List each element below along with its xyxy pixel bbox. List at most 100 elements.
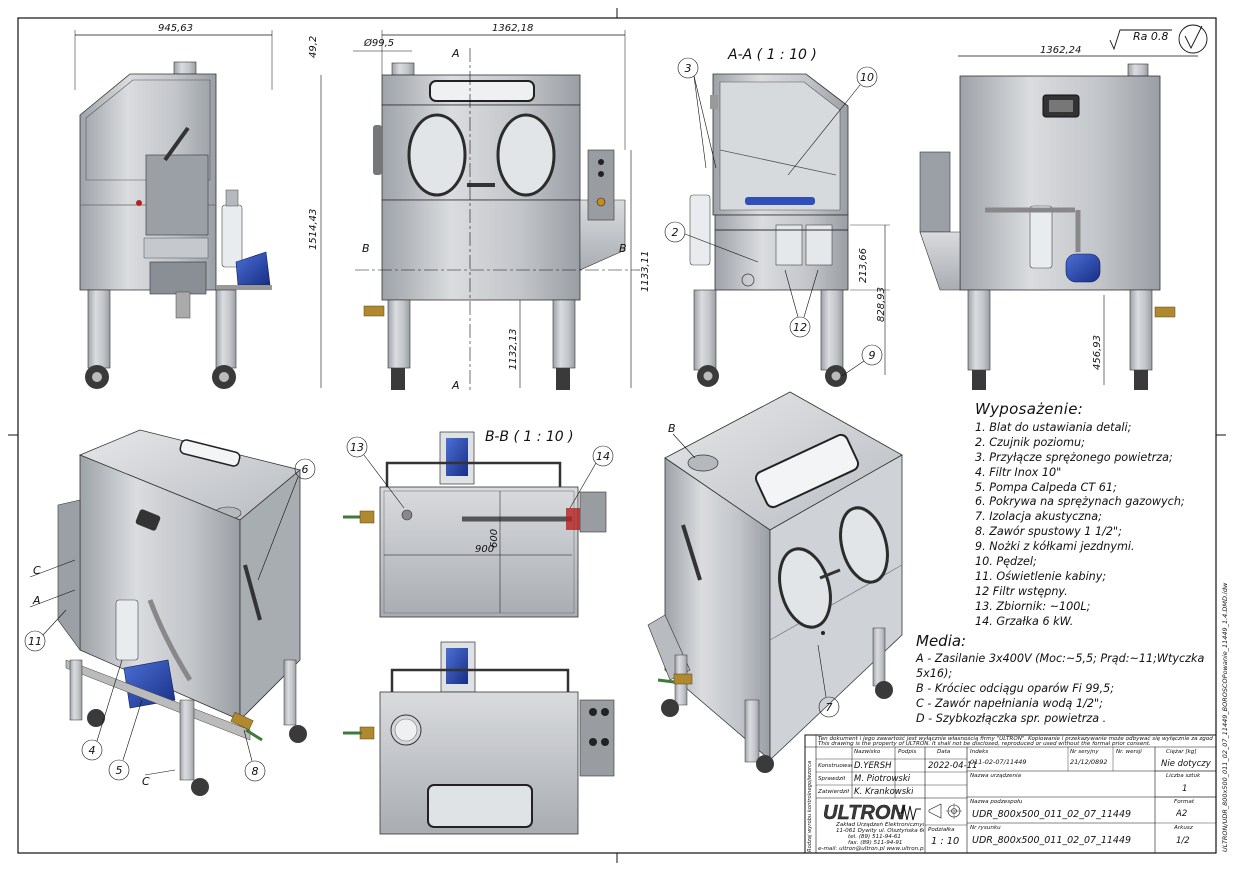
dim-section-b: 828,93 bbox=[876, 287, 887, 322]
drawing-no-label: Nr rysunku bbox=[970, 825, 1001, 831]
media-heading: Media: bbox=[916, 632, 967, 650]
qty-label: Liczba sztuk bbox=[1166, 773, 1201, 779]
weight-label: Ciężar [kg] bbox=[1166, 749, 1197, 755]
roughness-symbol: Ra 0.8 bbox=[1133, 30, 1168, 43]
equipment-item: 7. Izolacja akustyczna; bbox=[975, 510, 1102, 524]
row-check-label: Sprawdził bbox=[818, 776, 846, 782]
side-right-text: ULTRON/UDR_800x500_011_02_07_11449_BOROS… bbox=[1221, 582, 1229, 852]
media-list: Media: A - Zasilanie 3x400V (Moc:~5,5; P… bbox=[916, 634, 1228, 726]
equipment-item: 6. Pokrywa na sprężynach gazowych; bbox=[975, 495, 1185, 509]
media-item: D - Szybkozłączka spr. powietrza . bbox=[916, 711, 1107, 725]
device-name-label: Nazwa urządzenia bbox=[970, 773, 1021, 779]
equipment-item: 14. Grzałka 6 kW. bbox=[975, 614, 1074, 628]
assembly-label: Nazwa podzespołu bbox=[970, 799, 1023, 805]
equipment-item: 3. Przyłącze sprężonego powietrza; bbox=[975, 450, 1173, 464]
equipment-item: 2. Czujnik poziomu; bbox=[975, 435, 1085, 449]
scale-label: Podziałka bbox=[928, 827, 955, 833]
media-mark-a: A bbox=[32, 594, 41, 607]
dim-front-height: 1514,43 bbox=[308, 209, 319, 250]
company-sub: Zakład Urządzeń Elektronicznych bbox=[836, 822, 924, 828]
callout-9: 9 bbox=[869, 349, 876, 362]
media-item: C - Zawór napełniania wodą 1/2"; bbox=[916, 696, 1103, 710]
dim-side-width: 945,63 bbox=[158, 23, 193, 34]
dim-work-height: 1133,11 bbox=[640, 251, 651, 292]
front-view: 1362,18 Ø99,5 49,2 1514,43 1133,11 1132,… bbox=[308, 23, 651, 392]
drawing-date: 2022-04-11 bbox=[928, 761, 978, 771]
assembly-value: UDR_800x500_011_02_07_11449 bbox=[972, 809, 1132, 820]
side-left-text: Rodzaj wyrobu kontrolnego/wzorca bbox=[807, 760, 813, 852]
checker-name: M. Piotrowski bbox=[854, 774, 911, 784]
top-view bbox=[343, 641, 615, 835]
section-mark-a-top: A bbox=[451, 47, 460, 60]
callout-11: 11 bbox=[28, 635, 42, 648]
dim-tank-length: 900 bbox=[475, 544, 494, 555]
media-mark-c-left: C bbox=[33, 564, 41, 577]
section-bb-view: B-B ( 1 : 10 ) 900 600 bbox=[343, 429, 607, 618]
designer-name: D.YERSH bbox=[854, 761, 892, 771]
callout-6: 6 bbox=[302, 463, 309, 476]
callout-12: 12 bbox=[793, 321, 807, 334]
side-view: 945,63 bbox=[74, 23, 273, 389]
notice-pl: Ten dokument i jego zawartość jest wyłąc… bbox=[818, 736, 1213, 742]
section-aa-title: A-A ( 1 : 10 ) bbox=[727, 47, 817, 63]
version-label: Nr. wersji bbox=[1116, 749, 1142, 755]
section-mark-b-left: B bbox=[362, 242, 370, 255]
scale-value: 1 : 10 bbox=[931, 836, 960, 847]
rear-view: 1362,24 Ra 0.8 456,93 bbox=[919, 24, 1208, 390]
title-block-grid bbox=[804, 734, 1217, 854]
section-aa-view: A-A ( 1 : 10 ) 213,66 828,93 bbox=[689, 47, 890, 387]
company-logo: ULTRON bbox=[823, 802, 921, 824]
col-date: Data bbox=[937, 749, 951, 755]
company-address: 11-061 Dywity ul. Olsztyńska 66 bbox=[836, 828, 924, 834]
sheet-label: Arkusz bbox=[1174, 825, 1193, 831]
sheet-value: 1/2 bbox=[1176, 836, 1190, 846]
media-mark-c-bottom: C bbox=[142, 775, 150, 788]
col-name: Nazwisko bbox=[854, 749, 881, 755]
equipment-item: 11. Oświetlenie kabiny; bbox=[975, 569, 1107, 583]
section-bb-title: B-B ( 1 : 10 ) bbox=[485, 429, 574, 445]
serial-value: 21/12/0892 bbox=[1070, 758, 1108, 766]
callout-4: 4 bbox=[89, 744, 96, 757]
dim-top-offset: 49,2 bbox=[308, 36, 319, 58]
media-item: B - Króciec odciągu oparów Fi 99,5; bbox=[916, 681, 1114, 695]
tolerance-value: Nie dotyczy bbox=[1161, 759, 1211, 769]
dim-tank-height: 600 bbox=[489, 529, 500, 548]
company-fax: fax. (89) 511-94-91 bbox=[848, 840, 903, 846]
equipment-item: 10. Pędzel; bbox=[975, 555, 1037, 569]
isometric-left-view bbox=[57, 429, 307, 796]
section-mark-a-bottom: A bbox=[451, 379, 460, 392]
equipment-item: 5. Pompa Calpeda CT 61; bbox=[975, 480, 1117, 494]
callouts bbox=[24, 57, 883, 782]
dim-rear-width: 1362,24 bbox=[1040, 45, 1081, 56]
callout-7: 7 bbox=[826, 701, 833, 714]
callout-numbers: 3 10 2 12 9 6 11 4 5 8 13 14 7 C A C B bbox=[28, 62, 876, 788]
qty-value: 1 bbox=[1182, 784, 1188, 794]
dim-section-a: 213,66 bbox=[858, 248, 869, 283]
index-value: 011-02-07/11449 bbox=[970, 758, 1027, 766]
company-web: e-mail: ultron@ultron.pl www.ultron.pl bbox=[818, 846, 924, 852]
format-value: A2 bbox=[1176, 809, 1188, 819]
dim-front-width: 1362,18 bbox=[492, 23, 533, 34]
isometric-right-view bbox=[647, 391, 903, 773]
format-label: Format bbox=[1174, 799, 1195, 805]
callout-10: 10 bbox=[860, 71, 874, 84]
company-tel: tel. (89) 511-94-61 bbox=[848, 834, 901, 840]
row-design-label: Konstruował bbox=[818, 763, 853, 769]
media-mark-b: B bbox=[668, 422, 676, 435]
callout-5: 5 bbox=[116, 764, 123, 777]
equipment-item: 4. Filtr Inox 10" bbox=[975, 465, 1062, 479]
company-logo-text: ULTRON bbox=[823, 802, 905, 824]
equipment-item: 9. Nożki z kółkami jezdnymi. bbox=[975, 540, 1135, 554]
row-approve-label: Zatwierdził bbox=[818, 789, 849, 795]
drawing-no-value: UDR_800x500_011_02_07_11449 bbox=[972, 835, 1132, 846]
equipment-list: Wyposażenie: 1. Blat do ustawiania detal… bbox=[975, 402, 1230, 630]
index-label: Indeks bbox=[970, 749, 989, 755]
equipment-heading: Wyposażenie: bbox=[975, 400, 1084, 418]
callout-2: 2 bbox=[672, 226, 679, 239]
col-sign: Podpis bbox=[898, 749, 917, 755]
callout-3: 3 bbox=[685, 62, 692, 75]
approver-name: K. Krankowski bbox=[854, 787, 914, 797]
dim-port-diameter: Ø99,5 bbox=[363, 37, 394, 49]
equipment-item: 8. Zawór spustowy 1 1/2"; bbox=[975, 525, 1122, 539]
